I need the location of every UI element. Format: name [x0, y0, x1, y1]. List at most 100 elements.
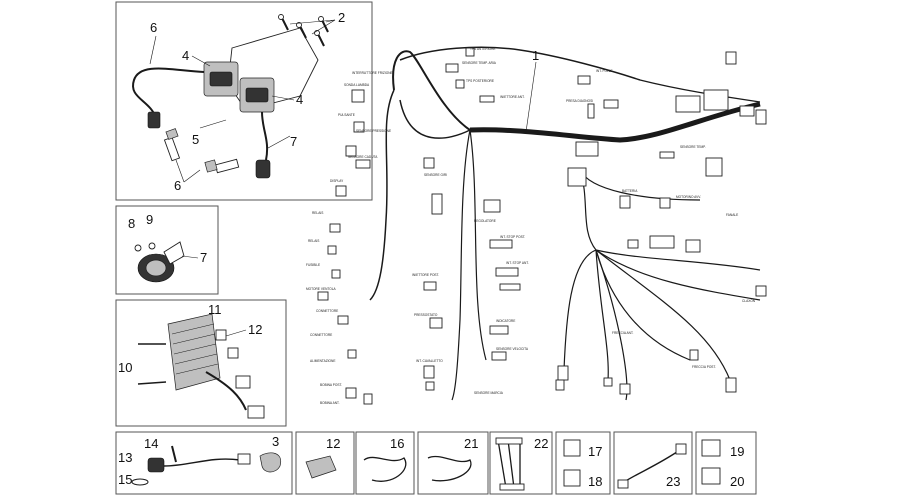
- fuse-box: [675, 95, 701, 113]
- panel-ignition-coils: 2 6 4 4 5 7 6: [115, 1, 373, 201]
- harness-label: BOBINA ANT.: [320, 401, 340, 405]
- harness-label: INT. FOLLE: [596, 69, 613, 73]
- harness-label: BATTERIA: [622, 189, 638, 193]
- callout-2: 2: [338, 10, 345, 25]
- callout-19: 17: [588, 444, 602, 459]
- connector-block: [575, 141, 599, 157]
- callout-15: 13: [118, 450, 132, 465]
- connector: [685, 239, 701, 253]
- connector: [317, 291, 329, 301]
- connector: [479, 95, 495, 103]
- relay-box: [703, 89, 729, 111]
- connector-21: [701, 439, 721, 457]
- connector: [659, 151, 675, 159]
- panel-horn: 8 9 7: [115, 205, 219, 295]
- spark-plug-cap-left: [147, 111, 161, 129]
- panel-frame: [355, 431, 415, 495]
- callout-18: 16: [390, 436, 404, 451]
- callout-4: 4: [296, 92, 303, 107]
- callout-21: 19: [730, 444, 744, 459]
- harness-label: INIETTORE ANT.: [500, 95, 525, 99]
- harness-label: ALIMENTAZIONE: [310, 359, 335, 363]
- connector-block: [567, 167, 587, 187]
- harness-label: SENSORE PRESSIONE: [356, 129, 391, 133]
- harness-label: CLAXON: [742, 299, 756, 303]
- connector: [423, 157, 435, 169]
- connector: [431, 193, 443, 215]
- harness-label: INT. STOP POST.: [500, 235, 525, 239]
- connector: [483, 199, 501, 213]
- stop-switch: [147, 457, 165, 473]
- connector: [423, 365, 435, 379]
- harness-label: RELAIS: [312, 211, 323, 215]
- connector: [327, 245, 337, 255]
- harness-label: FRECCIA POST.: [692, 365, 716, 369]
- panel-parts-19-20: 17 18: [555, 431, 611, 495]
- callout-5: 5: [192, 132, 199, 147]
- harness-label: TPS POSTERIORE: [466, 79, 494, 83]
- regulator-clip: [227, 347, 239, 359]
- panel-part-24: 22: [489, 431, 553, 495]
- connector: [445, 63, 459, 73]
- connector: [489, 239, 513, 249]
- connector: [491, 351, 507, 361]
- harness-label: SENSORE GIRI: [424, 173, 447, 177]
- callout-23: 21: [464, 436, 478, 451]
- connector-22: [701, 467, 721, 485]
- connector: [725, 51, 737, 65]
- harness-label: FANALE: [726, 213, 738, 217]
- harness-label: DISPLAY: [330, 179, 344, 183]
- panel-frame: [417, 431, 489, 495]
- callout-4: 4: [182, 48, 189, 63]
- connector: [455, 79, 465, 89]
- harness-label: FRECCIA ANT.: [612, 331, 634, 335]
- harness-label: CONNETTORE: [316, 309, 338, 313]
- connector: [603, 377, 613, 387]
- callout-3: 3: [272, 434, 279, 449]
- panel-stop-switch: 14 3 13 15: [115, 431, 293, 495]
- harness-label: INIETTORE POST.: [412, 273, 439, 277]
- connector: [345, 387, 357, 399]
- harness-label: SENSORE CADUTA: [348, 155, 378, 159]
- connector-20: [563, 469, 581, 487]
- connector: [619, 195, 631, 209]
- connector: [705, 157, 723, 177]
- connector: [619, 383, 631, 395]
- connector: [363, 393, 373, 405]
- connector: [465, 47, 475, 57]
- connector: [755, 285, 767, 297]
- connector: [649, 235, 675, 249]
- harness-label: RELAIS: [308, 239, 319, 243]
- harness-label: INT. STOP ANT.: [506, 261, 529, 265]
- switch-cable: [163, 458, 241, 467]
- harness-label: REGOLATORE: [474, 219, 496, 223]
- connector: [739, 105, 755, 117]
- connector: [429, 317, 443, 329]
- harness-label: SENSORE VELOCITA: [496, 347, 529, 351]
- harness-label: INDICATORE: [496, 319, 515, 323]
- connector: [603, 99, 619, 109]
- ht-lead-left: [131, 67, 205, 119]
- connector: [355, 159, 371, 169]
- panel-part-25: 23: [613, 431, 693, 495]
- horn-washer: [148, 242, 156, 250]
- harness-label: MOTORE VENTOLA: [306, 287, 337, 291]
- callout-7: 6: [174, 178, 181, 193]
- connector: [489, 325, 509, 335]
- connector: [351, 89, 365, 103]
- connector: [347, 349, 357, 359]
- connector: [425, 381, 435, 391]
- callout-1: 1: [532, 48, 539, 63]
- harness-label: SENSORE TEMP. ARIA: [462, 61, 497, 65]
- horn-nut: [134, 244, 142, 252]
- connector: [725, 377, 737, 393]
- harness-label: TPS ANTERIORE: [470, 47, 496, 51]
- connector: [755, 109, 767, 125]
- connector: [335, 185, 347, 197]
- harness-label: PRESA DIAGNOSI: [566, 99, 593, 103]
- cable-23: [427, 455, 472, 482]
- regulator-connector: [247, 405, 265, 419]
- harness-label: INTERRUTTORE FRIZIONE: [352, 71, 393, 75]
- callout-6: 7: [290, 134, 297, 149]
